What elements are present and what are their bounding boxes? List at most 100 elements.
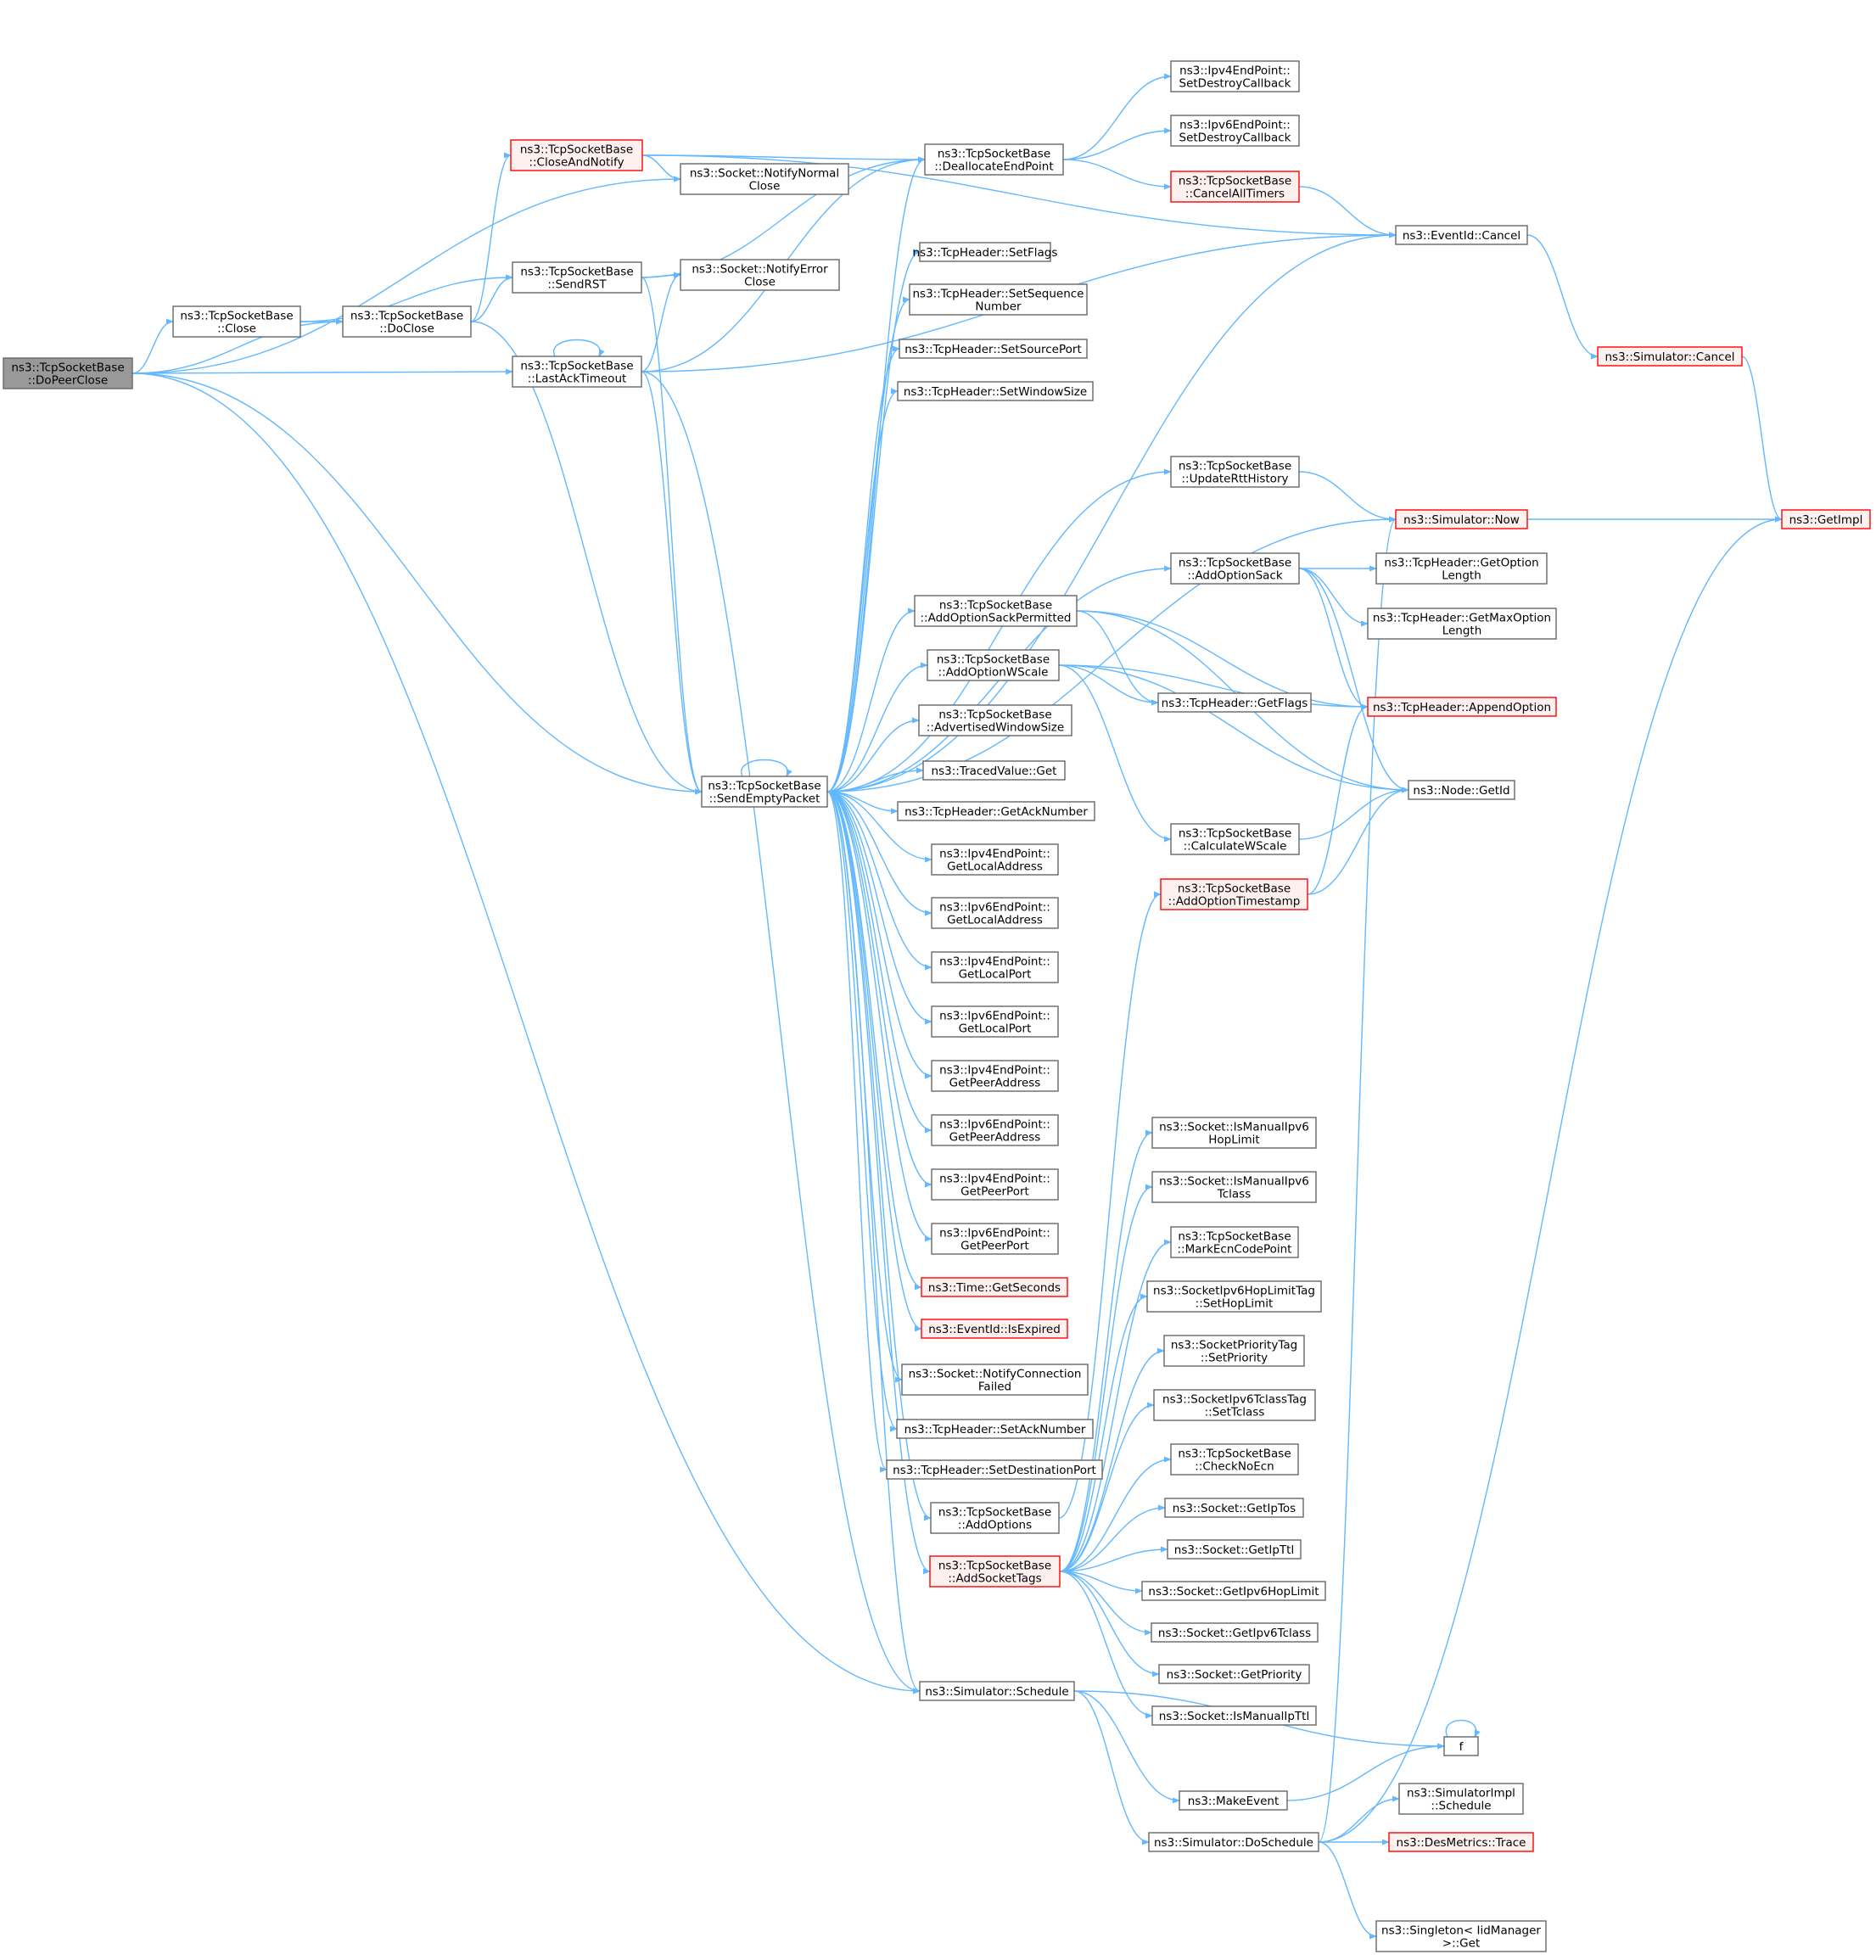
node-label-line: ns3::TcpSocketBase	[938, 708, 1051, 722]
node-box	[1395, 509, 1528, 529]
node-ns3-tcpsocketbase-addoptionsack[interactable]: ns3::TcpSocketBase::AddOptionSack	[1170, 552, 1300, 585]
node-label-line: ns3::MakeEvent	[1188, 1795, 1280, 1808]
node-ns3-tcpheader-appendoption[interactable]: ns3::TcpHeader::AppendOption	[1367, 697, 1557, 717]
node-ns3-getimpl[interactable]: ns3::GetImpl	[1781, 509, 1871, 529]
node-ns3-tcpheader-setacknumber[interactable]: ns3::TcpHeader::SetAckNumber	[896, 1419, 1094, 1439]
edge-tcpsocketbase-addsockettags-to-tcpsocketbase-checknoecn	[1059, 1456, 1172, 1572]
node-ns3-tcpheader-setdestinationport[interactable]: ns3::TcpHeader::SetDestinationPort	[886, 1459, 1103, 1480]
node-ns3-socketipv6hoplimittag-sethoplimit[interactable]: ns3::SocketIpv6HopLimitTag::SetHopLimit	[1146, 1280, 1322, 1313]
node-ns3-tcpsocketbase-addoptionwscale[interactable]: ns3::TcpSocketBase::AddOptionWScale	[927, 649, 1060, 681]
node-ns3-socket-getipv6tclass[interactable]: ns3::Socket::GetIpv6Tclass	[1151, 1622, 1319, 1643]
node-box	[1141, 1581, 1326, 1601]
node-ns3-tcpsocketbase-closeandnotify[interactable]: ns3::TcpSocketBase::CloseAndNotify	[510, 139, 643, 171]
node-ns3-tcpheader-setwindowsize[interactable]: ns3::TcpHeader::SetWindowSize	[897, 381, 1094, 401]
node-label-line: ::AddOptionTimestamp	[1168, 895, 1301, 909]
node-box	[1179, 1790, 1288, 1811]
node-ns3-tcpheader-setflags[interactable]: ns3::TcpHeader::SetFlags	[913, 242, 1058, 262]
node-ns3-node-getid[interactable]: ns3::Node::GetId	[1408, 780, 1515, 800]
node-label-line: ns3::Socket::IsManualIpTtl	[1159, 1710, 1309, 1723]
node-ns3-socket-getiptos[interactable]: ns3::Socket::GetIpTos	[1164, 1498, 1304, 1518]
node-layer: ns3::TcpSocketBase::DoPeerClosens3::TcpS…	[3, 60, 1871, 1952]
node-ns3-tcpsocketbase-dopeerclose[interactable]: ns3::TcpSocketBase::DoPeerClose	[3, 357, 133, 389]
edge-tcpsocketbase-addoptiontimestamp-to-node-getid	[1307, 787, 1409, 895]
node-ns3-socket-getipttl[interactable]: ns3::Socket::GetIpTtl	[1167, 1539, 1302, 1560]
node-ns3-tcpsocketbase-updatertthistory[interactable]: ns3::TcpSocketBase::UpdateRttHistory	[1170, 456, 1300, 488]
node-box	[1170, 823, 1300, 855]
node-ns3-tcpsocketbase-addoptions[interactable]: ns3::TcpSocketBase::AddOptions	[930, 1502, 1060, 1534]
node-ns3-tcpsocketbase-deallocateendpoint[interactable]: ns3::TcpSocketBase::DeallocateEndPoint	[924, 143, 1064, 176]
node-ns3-tcpsocketbase-cancelalltimers[interactable]: ns3::TcpSocketBase::CancelAllTimers	[1170, 171, 1300, 203]
node-ns3-tcpsocketbase-addoptionsackpermitted[interactable]: ns3::TcpSocketBase::AddOptionSackPermitt…	[914, 595, 1078, 627]
node-ns3-desmetrics-trace[interactable]: ns3::DesMetrics::Trace	[1388, 1832, 1534, 1852]
node-ns3-tcpsocketbase-markecncodepoint[interactable]: ns3::TcpSocketBase::MarkEcnCodePoint	[1170, 1226, 1299, 1258]
edge-tcpsocketbase-addoptionwscale-to-tcpsocketbase-calculatewscale	[1058, 664, 1172, 843]
node-ns3-tcpsocketbase-close[interactable]: ns3::TcpSocketBase::Close	[172, 305, 301, 338]
node-ns3-tcpsocketbase-doclose[interactable]: ns3::TcpSocketBase::DoClose	[342, 305, 472, 338]
edge-tcpsocketbase-deallocateendpoint-to-ipv6endpoint-setdestroycallback	[1062, 127, 1172, 160]
node-box	[1443, 1736, 1479, 1756]
node-ns3-tcpheader-getacknumber[interactable]: ns3::TcpHeader::GetAckNumber	[897, 801, 1095, 821]
node-ns3-ipv4endpoint-getlocaladdress[interactable]: ns3::Ipv4EndPoint::GetLocalAddress	[931, 843, 1059, 876]
edge-tcpsocketbase-addsockettags-to-socketipv6hoplimittag-sethoplimit	[1059, 1293, 1148, 1572]
node-box	[1367, 697, 1557, 717]
node-f[interactable]: f	[1443, 1736, 1479, 1756]
node-ns3-ipv4endpoint-getpeeraddress[interactable]: ns3::Ipv4EndPoint::GetPeerAddress	[931, 1060, 1059, 1092]
node-ns3-simulator-cancel[interactable]: ns3::Simulator::Cancel	[1597, 346, 1743, 367]
edge-simulator-schedule-to-makeevent	[1073, 1690, 1180, 1804]
node-ns3-ipv6endpoint-getpeerport[interactable]: ns3::Ipv6EndPoint::GetPeerPort	[931, 1223, 1059, 1255]
node-ns3-socket-getipv6hoplimit[interactable]: ns3::Socket::GetIpv6HopLimit	[1141, 1581, 1326, 1601]
node-ns3-ipv6endpoint-getlocalport[interactable]: ns3::Ipv6EndPoint::GetLocalPort	[931, 1005, 1059, 1038]
edge-tcpsocketbase-addsockettags-to-socket-getipv6hoplimit	[1059, 1571, 1143, 1594]
node-ns3-singleton-iidmanager-get[interactable]: ns3::Singleton< IidManager>::Get	[1375, 1920, 1547, 1952]
edge-tcpsocketbase-closeandnotify-to-socket-notifynormalclose	[641, 154, 681, 182]
node-label-line: ns3::TcpSocketBase	[350, 310, 463, 323]
node-ns3-simulatorimpl-schedule[interactable]: ns3::SimulatorImpl::Schedule	[1398, 1783, 1524, 1815]
node-ns3-simulator-now[interactable]: ns3::Simulator::Now	[1395, 509, 1528, 529]
node-ns3-ipv4endpoint-getpeerport[interactable]: ns3::Ipv4EndPoint::GetPeerPort	[931, 1168, 1059, 1201]
node-ns3-tcpsocketbase-calculatewscale[interactable]: ns3::TcpSocketBase::CalculateWScale	[1170, 823, 1300, 855]
edge-tcpsocketbase-doclose-to-tcpsocketbase-sendrst	[470, 274, 513, 322]
node-ns3-tcpsocketbase-checknoecn[interactable]: ns3::TcpSocketBase::CheckNoEcn	[1170, 1443, 1299, 1476]
node-ns3-ipv4endpoint-setdestroycallback[interactable]: ns3::Ipv4EndPoint::SetDestroyCallback	[1170, 60, 1300, 92]
edge-tcpsocketbase-lastacktimeout-to-tcpsocketbase-lastacktimeout	[553, 339, 605, 357]
node-label-line: ns3::Ipv6EndPoint::	[939, 1010, 1050, 1023]
node-ns3-tcpsocketbase-sendemptypacket[interactable]: ns3::TcpSocketBase::SendEmptyPacket	[701, 776, 828, 808]
node-ns3-tracedvalue-get[interactable]: ns3::TracedValue::Get	[922, 760, 1066, 781]
node-ns3-tcpsocketbase-advertisedwindowsize[interactable]: ns3::TcpSocketBase::AdvertisedWindowSize	[918, 704, 1072, 736]
node-box	[172, 305, 301, 338]
node-ns3-tcpsocketbase-lastacktimeout[interactable]: ns3::TcpSocketBase::LastAckTimeout	[512, 356, 642, 388]
edge-tcpsocketbase-dopeerclose-to-socket-notifynormalclose	[132, 176, 681, 374]
node-label-line: ::SetHopLimit	[1196, 1297, 1274, 1311]
node-ns3-tcpheader-setsourceport[interactable]: ns3::TcpHeader::SetSourcePort	[899, 339, 1088, 359]
node-ns3-ipv6endpoint-getpeeraddress[interactable]: ns3::Ipv6EndPoint::GetPeerAddress	[931, 1114, 1059, 1146]
node-ns3-ipv6endpoint-getlocaladdress[interactable]: ns3::Ipv6EndPoint::GetLocalAddress	[931, 897, 1059, 929]
node-label-line: ns3::TcpSocketBase	[1179, 557, 1291, 570]
node-ns3-time-getseconds[interactable]: ns3::Time::GetSeconds	[921, 1277, 1068, 1297]
node-ns3-ipv6endpoint-setdestroycallback[interactable]: ns3::Ipv6EndPoint::SetDestroyCallback	[1170, 115, 1300, 147]
node-ns3-tcpsocketbase-sendrst[interactable]: ns3::TcpSocketBase::SendRST	[512, 261, 642, 294]
node-ns3-simulator-doschedule[interactable]: ns3::Simulator::DoSchedule	[1148, 1832, 1319, 1852]
node-label-line: ::SendEmptyPacket	[709, 792, 820, 806]
node-ns3-tcpsocketbase-addsockettags[interactable]: ns3::TcpSocketBase::AddSocketTags	[929, 1555, 1061, 1588]
node-ns3-eventid-isexpired[interactable]: ns3::EventId::IsExpired	[921, 1319, 1068, 1339]
node-ns3-ipv4endpoint-getlocalport[interactable]: ns3::Ipv4EndPoint::GetLocalPort	[931, 951, 1059, 983]
node-ns3-makeevent[interactable]: ns3::MakeEvent	[1179, 1790, 1288, 1811]
node-ns3-tcpheader-getflags[interactable]: ns3::TcpHeader::GetFlags	[1157, 692, 1312, 713]
node-ns3-socket-getpriority[interactable]: ns3::Socket::GetPriority	[1158, 1664, 1310, 1684]
node-ns3-tcpsocketbase-addoptiontimestamp[interactable]: ns3::TcpSocketBase::AddOptionTimestamp	[1160, 878, 1308, 910]
node-box	[1597, 346, 1743, 367]
node-ns3-socket-ismanualipttl[interactable]: ns3::Socket::IsManualIpTtl	[1151, 1705, 1317, 1726]
node-ns3-socketipv6tclasstag-settclass[interactable]: ns3::SocketIpv6TclassTag::SetTclass	[1153, 1389, 1316, 1421]
node-ns3-socketprioritytag-setpriority[interactable]: ns3::SocketPriorityTag::SetPriority	[1163, 1335, 1305, 1367]
node-ns3-eventid-cancel[interactable]: ns3::EventId::Cancel	[1395, 225, 1528, 245]
node-box	[896, 1419, 1094, 1439]
node-ns3-simulator-schedule[interactable]: ns3::Simulator::Schedule	[919, 1681, 1075, 1701]
